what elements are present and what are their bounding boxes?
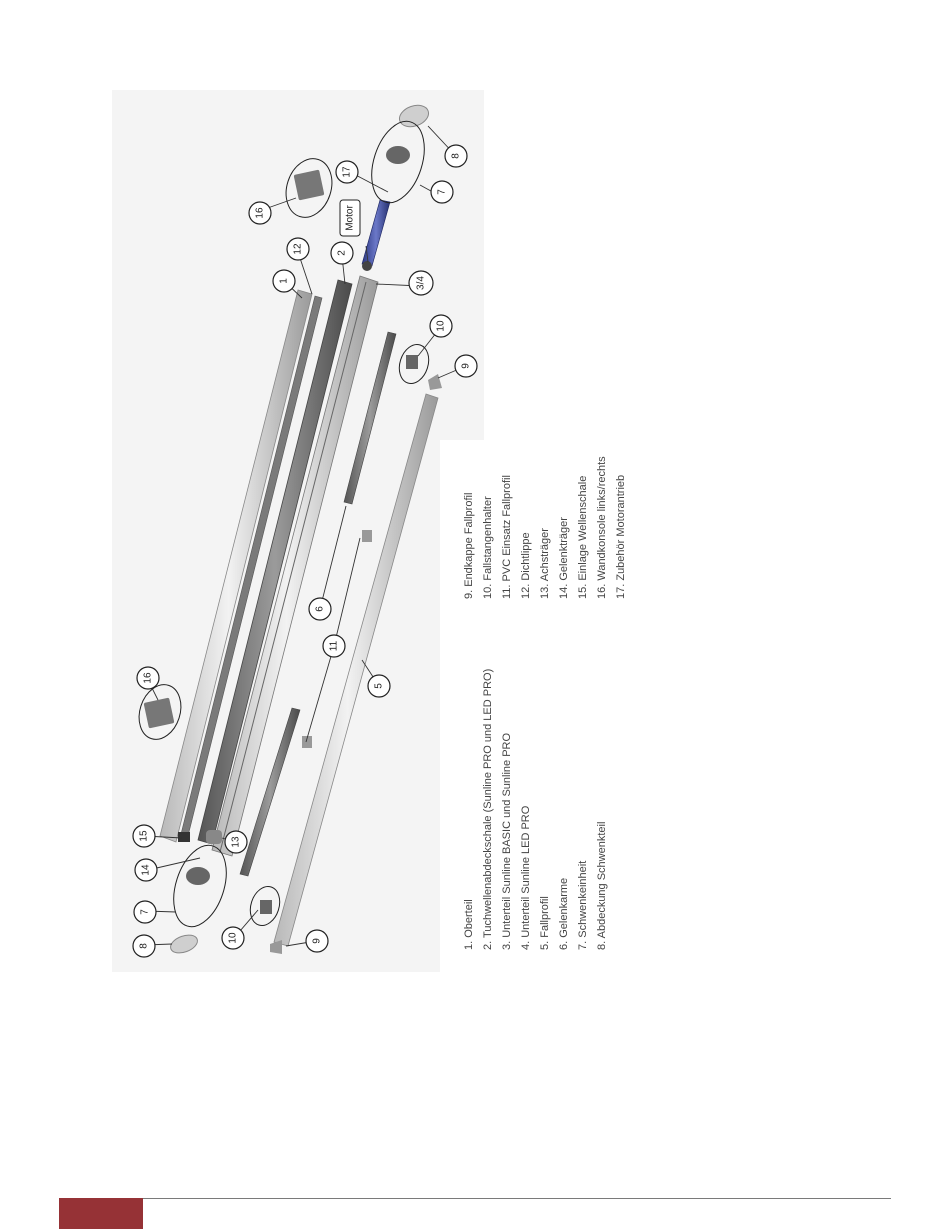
svg-text:13: 13	[231, 836, 242, 848]
callout-16-top: 16	[248, 201, 272, 225]
svg-text:16: 16	[143, 672, 154, 684]
legend-item-9: 9. Endkappe Fallprofil	[463, 493, 475, 599]
svg-text:9: 9	[461, 363, 472, 369]
svg-text:2: 2	[337, 250, 348, 256]
svg-text:5: 5	[374, 683, 385, 689]
svg-text:17: 17	[342, 166, 353, 178]
callout-11: 11	[322, 634, 346, 658]
svg-text:9: 9	[312, 938, 323, 944]
legend-item-17: 17. Zubehör Motorantrieb	[615, 475, 627, 599]
part-gelenkarme-upper	[343, 331, 397, 505]
legend-item-12: 12. Dichtlippe	[520, 532, 532, 599]
callout-10-top: 10	[429, 314, 453, 338]
part-oberteil	[159, 289, 313, 843]
callout-17: 17	[335, 160, 359, 184]
footer-accent-block	[59, 1198, 143, 1229]
legend: 1. Oberteil 2. Tuchwellenabdeckschale (S…	[463, 456, 627, 950]
svg-text:6: 6	[315, 606, 326, 612]
legend-item-3: 3. Unterteil Sunline BASIC und Sunline P…	[501, 732, 513, 950]
callout-6: 6	[308, 597, 332, 621]
part-motor-head	[362, 261, 372, 271]
legend-item-11: 11. PVC Einsatz Fallprofil	[501, 475, 513, 599]
legend-item-4: 4. Unterteil Sunline LED PRO	[520, 805, 532, 950]
svg-text:10: 10	[436, 320, 447, 332]
callout-9-bottom: 9	[305, 929, 329, 953]
legend-item-15: 15. Einlage Wellenschale	[577, 476, 589, 599]
group-fallstangenhalter-bottom	[249, 885, 281, 927]
svg-text:7: 7	[140, 909, 151, 915]
part-schwenkeinheit-top	[386, 146, 410, 164]
part-abdeckung-bottom	[170, 934, 198, 954]
callout-12: 12	[286, 237, 310, 261]
legend-item-5: 5. Fallprofil	[539, 896, 551, 950]
part-fallstangenhalter-top	[406, 355, 418, 369]
svg-text:8: 8	[139, 943, 150, 949]
part-unterteil	[211, 275, 379, 857]
legend-item-10: 10. Fallstangenhalter	[482, 496, 494, 599]
legend-item-14: 14. Gelenkträger	[558, 517, 570, 599]
part-schwenkeinheit-bottom	[186, 867, 210, 885]
legend-item-1: 1. Oberteil	[463, 899, 475, 950]
legend-background	[440, 440, 484, 975]
part-wandkonsole-top	[293, 169, 325, 201]
part-pvc-einsatz-bottom	[302, 736, 312, 748]
callout-16-bottom: 16	[136, 666, 160, 690]
footer-rule	[59, 1198, 891, 1199]
svg-text:10: 10	[228, 932, 239, 944]
callout-3-4: 3/4	[408, 270, 434, 296]
callout-7-bottom: 7	[133, 900, 157, 924]
callout-7-top: 7	[430, 180, 454, 204]
legend-item-2: 2. Tuchwellenabdeckschale (Sunline PRO u…	[482, 669, 494, 950]
legend-item-7: 7. Schwenkeinheit	[577, 861, 589, 950]
svg-text:Motor: Motor	[345, 205, 356, 231]
group-wandkonsole-top	[285, 158, 333, 218]
group-wandkonsole-bottom	[138, 684, 182, 740]
callout-motor: Motor	[339, 199, 361, 237]
legend-item-8: 8. Abdeckung Schwenkteil	[596, 822, 608, 950]
group-schwenkeinheit-top	[371, 120, 425, 204]
callout-10-bottom: 10	[221, 926, 245, 950]
callout-8-top: 8	[444, 144, 468, 168]
svg-text:8: 8	[451, 153, 462, 159]
part-fallstangenhalter-bottom	[260, 900, 272, 914]
callout-14: 14	[134, 858, 158, 882]
svg-text:3/4: 3/4	[416, 276, 427, 290]
svg-text:7: 7	[437, 189, 448, 195]
legend-item-13: 13. Achsträger	[539, 528, 551, 599]
callout-13: 13	[224, 830, 248, 854]
part-wandkonsole-bottom	[143, 697, 175, 729]
callout-8-bottom: 8	[132, 934, 156, 958]
group-schwenkeinheit-bottom	[173, 844, 227, 928]
part-endkappe-bottom	[270, 940, 282, 954]
svg-text:11: 11	[329, 640, 340, 651]
part-unterteil-groove	[219, 281, 367, 853]
svg-text:16: 16	[255, 207, 266, 219]
callout-1: 1	[272, 269, 296, 293]
legend-item-6: 6. Gelenkarme	[558, 878, 570, 950]
svg-text:12: 12	[293, 243, 304, 255]
callout-2: 2	[330, 241, 354, 265]
callout-5: 5	[367, 674, 391, 698]
group-fallstangenhalter-top	[398, 343, 430, 385]
svg-text:14: 14	[141, 864, 152, 876]
part-pvc-einsatz-top	[362, 530, 372, 542]
part-achstraeger	[206, 830, 222, 844]
svg-text:15: 15	[139, 830, 150, 842]
svg-text:1: 1	[279, 278, 290, 284]
part-einlage-wellenschale	[178, 832, 190, 842]
callout-15: 15	[132, 824, 156, 848]
part-gelenkarme-lower	[239, 707, 301, 877]
callout-9-top: 9	[454, 354, 478, 378]
legend-item-16: 16. Wandkonsole links/rechts	[596, 456, 608, 599]
